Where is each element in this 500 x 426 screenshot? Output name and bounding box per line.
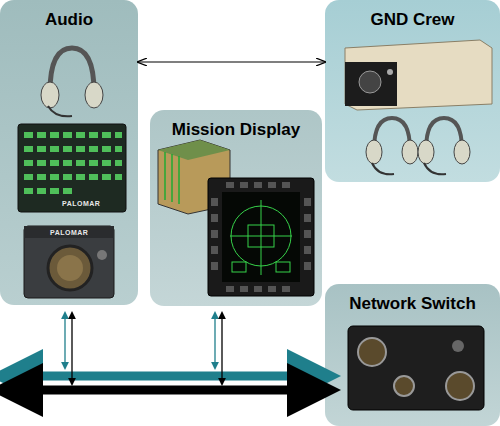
headset — [418, 118, 470, 174]
data-bus — [16, 376, 314, 390]
audio-panel — [18, 124, 126, 212]
ground-crew-box — [345, 40, 492, 110]
group-heading: Mission Display — [150, 120, 322, 140]
network-switch — [348, 326, 484, 410]
headset — [366, 118, 418, 174]
brand-label: PALOMAR — [50, 229, 88, 236]
display-screen — [208, 178, 314, 296]
bus-drop-wire — [65, 315, 222, 382]
connector-arrow — [138, 61, 325, 62]
group-heading: GND Crew — [325, 10, 500, 30]
brand-label: PALOMAR — [62, 200, 100, 207]
group-heading: Audio — [0, 10, 138, 30]
group-heading: Network Switch — [325, 294, 500, 314]
headset — [41, 48, 103, 116]
audio-unit — [24, 226, 114, 298]
